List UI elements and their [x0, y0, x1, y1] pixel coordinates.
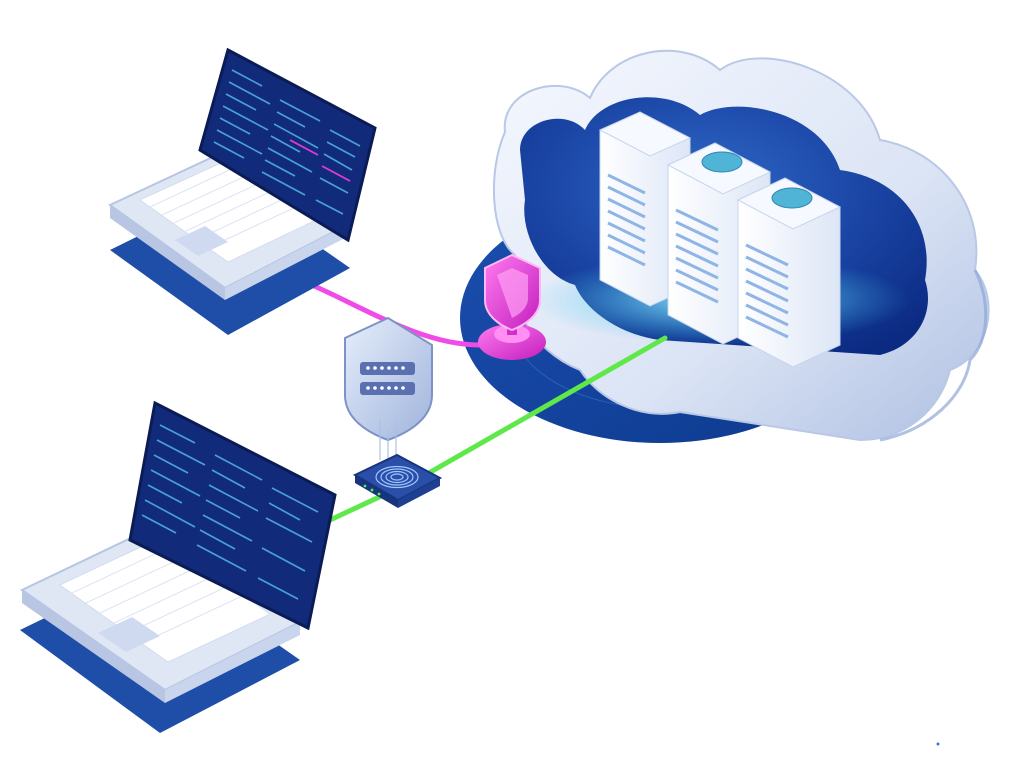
- laptop-screen: [128, 400, 337, 631]
- shield-icon: [478, 253, 546, 360]
- cloud-rim: [879, 269, 988, 442]
- fan-icon: [701, 151, 743, 173]
- laptop-icon: [20, 400, 337, 733]
- password-shield-icon: [344, 316, 433, 462]
- fan-icon: [771, 187, 813, 209]
- cloud-icon: [460, 49, 990, 443]
- laptop-icon: [108, 47, 377, 335]
- fingerprint-icon: [352, 453, 443, 508]
- decorative-dot: [936, 742, 940, 746]
- server-icon: [736, 177, 842, 368]
